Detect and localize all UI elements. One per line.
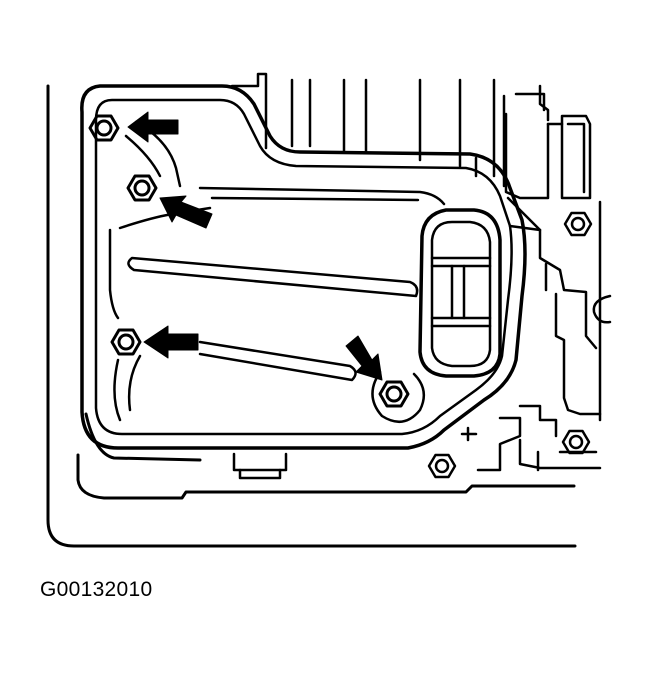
arrow-icon — [127, 111, 179, 143]
arrow-icon — [143, 325, 199, 359]
figure-code: G00132010 — [40, 578, 153, 601]
filter-outline — [80, 84, 527, 450]
filter-intake — [418, 208, 502, 378]
bolt-icon — [110, 328, 142, 356]
filter-bolts — [88, 114, 410, 408]
pointer-arrows — [127, 111, 383, 381]
arrow-icon — [345, 335, 383, 381]
filter-inner-outline — [94, 98, 513, 436]
bolt-icon — [126, 174, 158, 202]
oil-filter — [80, 84, 527, 450]
valve-body — [230, 72, 602, 480]
bolt-icon — [378, 380, 410, 408]
filter-slot-upper — [127, 256, 419, 298]
filter-slot-lower — [198, 340, 357, 382]
bolt-icon — [561, 429, 591, 455]
round-plug — [592, 294, 612, 324]
bolt-icon — [563, 211, 593, 237]
bolt-icon — [427, 453, 457, 479]
transmission-case — [46, 84, 577, 548]
valve-body-bolts — [427, 211, 612, 479]
arrow-icon — [159, 195, 213, 229]
bolt-icon — [88, 114, 120, 142]
